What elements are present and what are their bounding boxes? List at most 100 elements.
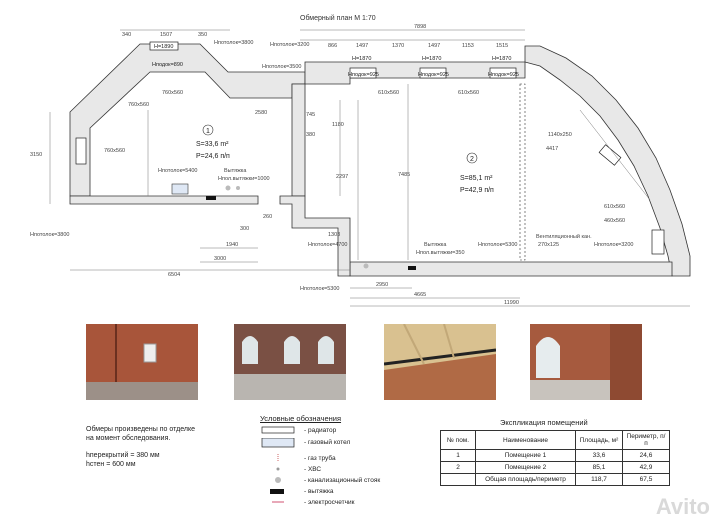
dim-misc-7: 7485 bbox=[398, 172, 410, 178]
radiator-size-3: Hподок=925 bbox=[418, 72, 449, 78]
vent-icon bbox=[260, 487, 298, 495]
dim-top-9: 1515 bbox=[496, 43, 508, 49]
opening-9: 270x125 bbox=[538, 242, 559, 248]
dim-misc-5: 1180 bbox=[332, 122, 344, 128]
opening-5: 610x560 bbox=[458, 90, 479, 96]
dim-top-5: 1497 bbox=[356, 43, 368, 49]
radiator-size-1: Hподок=890 bbox=[152, 62, 183, 68]
dim-misc-9: 3150 bbox=[30, 152, 42, 158]
vent-label-3: Вытяжка bbox=[424, 242, 447, 248]
opening-4: 610x560 bbox=[378, 90, 399, 96]
dim-misc-6: 2297 bbox=[336, 174, 348, 180]
legend-boiler: - газовый котел bbox=[260, 437, 350, 448]
radiator-size-2: Hподок=925 bbox=[348, 72, 379, 78]
notes: Обмеры произведены по отделке на момент … bbox=[86, 425, 195, 469]
room-2-number: 2 bbox=[470, 156, 474, 163]
dim-top-8: 1153 bbox=[462, 43, 474, 49]
dim-bottom-1: 6504 bbox=[168, 272, 180, 278]
dim-bottom-3: 1940 bbox=[226, 242, 238, 248]
opening-6: 1140x250 bbox=[548, 132, 572, 138]
dim-top-4: 866 bbox=[328, 43, 337, 49]
opening-7: 610x560 bbox=[604, 204, 625, 210]
radiator-h-1: H=1890 bbox=[154, 44, 173, 50]
vent-label-5: Вентиляционный кан. bbox=[536, 233, 592, 240]
dim-bottom-2: 3000 bbox=[214, 256, 226, 262]
vents bbox=[171, 183, 416, 270]
radiator-h-5: H=1870 bbox=[492, 56, 511, 62]
note-line-3: hперекрытий = 380 мм bbox=[86, 452, 160, 459]
dim-top-6: 1370 bbox=[392, 43, 404, 49]
note-line-4: hстен = 600 мм bbox=[86, 461, 136, 468]
table-row: 1 Помещение 1 33,6 24,6 bbox=[440, 449, 670, 462]
legend-cold-water: - ХВС bbox=[260, 465, 321, 473]
dim-misc-3: 380 bbox=[306, 132, 315, 138]
elev-8: Hпотолок=5300 bbox=[478, 242, 517, 248]
explication-title: Экспликация помещений bbox=[500, 418, 588, 427]
elev-5: Hпотолок=5400 bbox=[158, 168, 197, 174]
boiler-icon bbox=[260, 437, 298, 448]
dim-bottom-4: 300 bbox=[240, 226, 249, 232]
dim-misc-1: 2580 bbox=[255, 110, 267, 116]
opening-1: 760x560 bbox=[162, 90, 183, 96]
elev-2: Hпотолок=3200 bbox=[270, 42, 309, 48]
legend-radiator: - радиатор bbox=[260, 426, 336, 434]
dim-top-7: 1497 bbox=[428, 43, 440, 49]
legend-vent: - вытяжка bbox=[260, 487, 334, 495]
room-1-number: 1 bbox=[206, 128, 210, 135]
walls bbox=[69, 43, 691, 277]
elev-3: Hпотолок=3500 bbox=[262, 64, 301, 70]
legend-sewer: - канализационный стояк bbox=[260, 476, 380, 484]
dim-misc-2: 745 bbox=[306, 112, 315, 118]
elev-1: Hпотолок=3800 bbox=[214, 40, 253, 46]
photo-2 bbox=[234, 324, 346, 400]
table-header: № пом. Наименование Площадь, м² Периметр… bbox=[440, 430, 670, 450]
legend: Условные обозначения - радиатор - газовы… bbox=[260, 414, 420, 524]
dim-top-10: 7898 bbox=[414, 24, 426, 30]
dim-top-1: 340 bbox=[122, 32, 131, 38]
elev-4: Hпотолок=3800 bbox=[30, 232, 69, 238]
legend-meter: - электросчетчик bbox=[260, 498, 354, 506]
dim-bottom-7: 11990 bbox=[504, 300, 519, 306]
photo-4 bbox=[530, 324, 642, 400]
dim-misc-4: 1303 bbox=[328, 232, 340, 238]
explication-table: № пом. Наименование Площадь, м² Периметр… bbox=[440, 430, 670, 486]
opening-2: 760x560 bbox=[128, 102, 149, 108]
radiator-h-3: H=1870 bbox=[352, 56, 371, 62]
elev-7: Hпотолок=5300 bbox=[300, 286, 339, 292]
radiator-size-4: Hподок=925 bbox=[488, 72, 519, 78]
note-line-1: Обмеры произведены по отделке bbox=[86, 426, 195, 433]
gas-pipe-icon bbox=[260, 454, 298, 462]
table-row: Общая площадь/периметр 118,7 67,5 bbox=[440, 473, 670, 486]
vent-label-4: Hпол.вытяжки=350 bbox=[416, 250, 465, 256]
dim-bottom-5: 2950 bbox=[376, 282, 388, 288]
opening-3: 760x560 bbox=[104, 148, 125, 154]
partition-dashed bbox=[519, 83, 526, 261]
room-2-perimeter: P=42,9 п/п bbox=[460, 187, 494, 194]
photo-3 bbox=[384, 324, 496, 400]
dimension-lines bbox=[49, 29, 690, 307]
elev-6: Hпотолок=4700 bbox=[308, 242, 347, 248]
table-row: 2 Помещение 2 85,1 42,9 bbox=[440, 461, 670, 474]
vent-label-2: Hпол.вытяжки=1000 bbox=[218, 176, 270, 182]
dim-bottom-6: 4665 bbox=[414, 292, 426, 298]
photo-1 bbox=[86, 324, 198, 400]
legend-gas-pipe: - газ труба bbox=[260, 454, 336, 462]
legend-title: Условные обозначения bbox=[260, 414, 342, 423]
opening-8: 460x560 bbox=[604, 218, 625, 224]
dim-top-3: 350 bbox=[198, 32, 207, 38]
meter-icon bbox=[260, 498, 298, 506]
vent-label-1: Вытяжка bbox=[224, 168, 247, 174]
room-1-perimeter: P=24,6 п/п bbox=[196, 153, 230, 160]
radiators bbox=[75, 41, 665, 255]
sewer-icon bbox=[260, 476, 298, 484]
dim-misc-8: 260 bbox=[263, 214, 272, 220]
cold-water-icon bbox=[260, 465, 298, 473]
dim-misc-10: 4417 bbox=[546, 146, 558, 152]
plan-title: Обмерный план М 1:70 bbox=[300, 14, 376, 22]
radiator-icon bbox=[260, 426, 298, 434]
room-2-area: S=85,1 m² bbox=[460, 175, 493, 182]
avito-watermark: Avito bbox=[655, 494, 710, 519]
radiator-h-4: H=1870 bbox=[422, 56, 441, 62]
elev-9: Hпотолок=3200 bbox=[594, 242, 633, 248]
dim-top-2: 1507 bbox=[160, 32, 172, 38]
